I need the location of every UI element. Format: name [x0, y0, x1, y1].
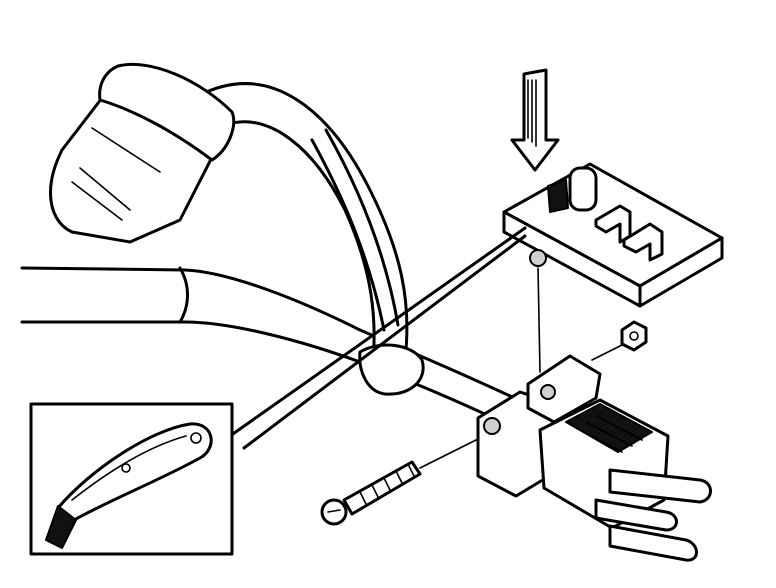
down-arrow-icon	[510, 68, 560, 172]
hex-nut-icon	[591, 320, 648, 361]
switch-plate-icon	[502, 162, 724, 373]
cord-plug-icon	[476, 354, 712, 562]
mounting-screw-icon	[320, 439, 477, 526]
callout-leaders	[228, 226, 527, 450]
utility-knife-icon	[29, 402, 234, 556]
lamp-head-icon	[49, 62, 236, 244]
